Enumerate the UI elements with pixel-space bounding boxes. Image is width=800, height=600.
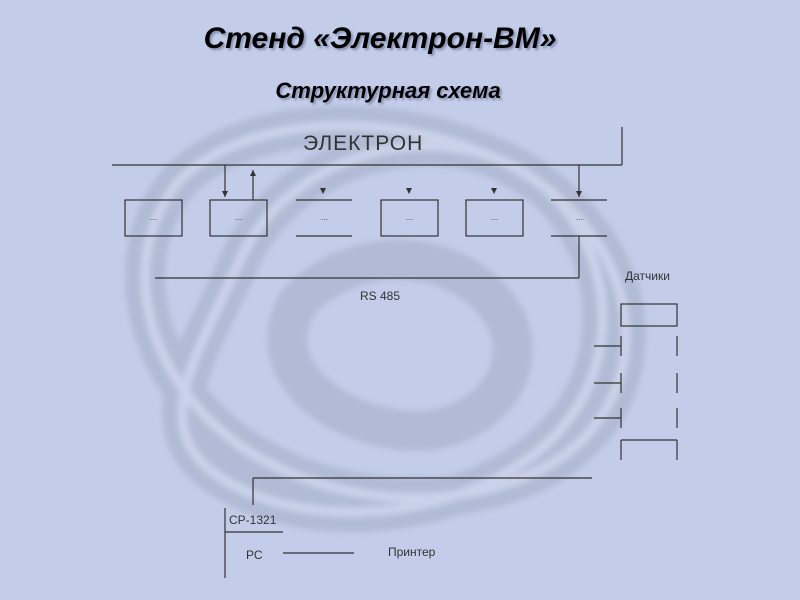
controller-label: СР-1321 [229, 513, 277, 527]
module-label-3: ... [320, 212, 329, 222]
arrow-up-2 [250, 170, 256, 176]
page-subtitle: Структурная схема [275, 78, 501, 103]
module-box-1 [124, 199, 183, 237]
sensor-box [620, 303, 678, 327]
module-box-5 [465, 199, 524, 237]
arrow-down-4 [406, 188, 412, 194]
module-label-5: ... [490, 212, 499, 222]
module-label-2: ... [234, 212, 243, 222]
module-box-4 [380, 199, 439, 237]
page-title: Стенд «Электрон-ВМ» [203, 22, 557, 55]
sensors-label: Датчики [625, 269, 670, 283]
pc-label: РС [246, 548, 263, 562]
main-bus-label: ЭЛЕКТРОН [303, 132, 424, 155]
arrow-down-6 [576, 191, 582, 197]
rs485-label: RS 485 [360, 289, 401, 303]
arrow-down-1 [222, 191, 228, 197]
module-label-6: ... [575, 212, 584, 222]
module-label-1: ... [149, 212, 158, 222]
printer-label: Принтер [388, 545, 436, 559]
arrow-down-5 [491, 188, 497, 194]
module-label-4: ... [405, 212, 414, 222]
arrow-down-3 [320, 188, 326, 194]
module-box-2 [209, 199, 268, 237]
